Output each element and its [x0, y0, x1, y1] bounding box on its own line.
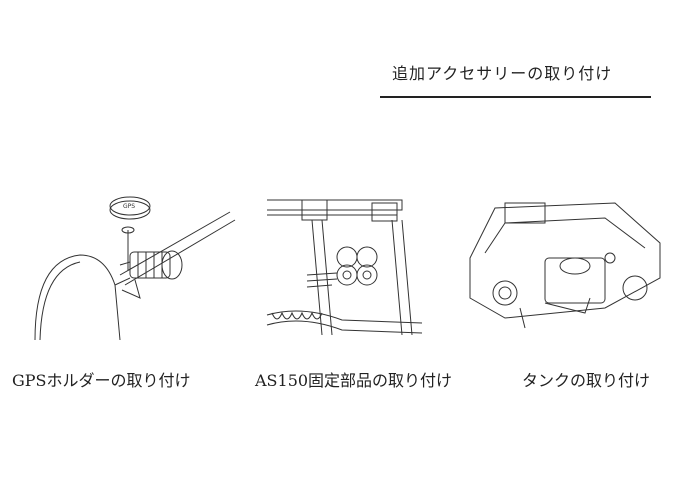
title-underline	[380, 96, 651, 98]
caption-as150-mount: AS150固定部品の取り付け	[255, 371, 453, 390]
caption-gps-holder: GPSホルダーの取り付け	[12, 371, 191, 390]
as150-mount-illustration	[262, 195, 467, 340]
caption-tank: タンクの取り付け	[522, 371, 651, 390]
gps-holder-illustration: GPS	[30, 190, 240, 340]
tank-illustration	[465, 198, 665, 338]
section-title: 追加アクセサリーの取り付け	[392, 64, 613, 83]
gps-label: GPS	[123, 203, 135, 210]
